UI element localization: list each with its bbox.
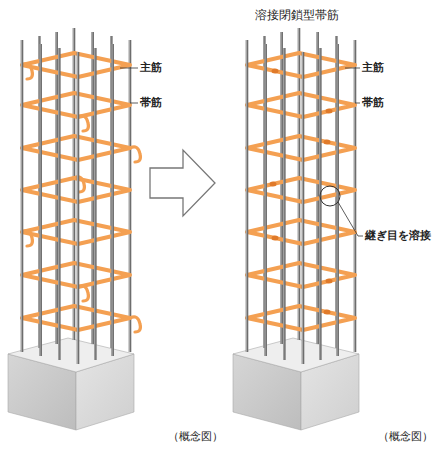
tie-hook: [130, 317, 140, 332]
main-bar: [283, 48, 286, 360]
main-bar: [302, 52, 305, 364]
concrete-base: [233, 338, 359, 372]
main-bar: [317, 32, 318, 344]
part-label: 帯筋: [140, 96, 162, 109]
main-bar: [335, 36, 336, 348]
main-bar: [281, 32, 282, 344]
main-bar: [302, 52, 303, 364]
leader-lines: [120, 68, 363, 236]
main-bar: [94, 48, 95, 360]
main-bar: [94, 48, 97, 360]
main-bar: [58, 48, 61, 360]
weld-joint: [270, 182, 277, 187]
part-label: 主筋: [362, 61, 384, 74]
part-label: 主筋: [140, 61, 162, 74]
main-bar: [91, 32, 94, 344]
weld-joint: [324, 140, 331, 145]
main-bar: [92, 32, 93, 344]
main-bar: [283, 48, 284, 360]
main-bar: [129, 40, 130, 352]
main-bar: [264, 44, 267, 356]
main-bar: [110, 36, 111, 348]
main-bar: [40, 44, 41, 356]
tie-hook: [78, 116, 88, 131]
figure-title: 溶接閉鎖型帯筋: [255, 8, 339, 22]
callout-label: 継ぎ目を溶接: [365, 229, 431, 242]
main-bar: [21, 40, 22, 352]
caption-note: （概念図）: [168, 430, 223, 443]
caption-note: （概念図）: [378, 430, 433, 443]
weld-joint: [326, 279, 333, 284]
part-label: 帯筋: [362, 96, 384, 109]
main-bar: [112, 44, 113, 356]
main-bar: [319, 48, 320, 360]
main-bar: [39, 44, 42, 356]
weld-joint: [326, 109, 333, 114]
tie-hook: [130, 147, 140, 162]
tie-hook: [22, 64, 32, 79]
tie-hook: [78, 286, 88, 301]
main-bar: [316, 32, 319, 344]
main-bar: [21, 40, 24, 352]
main-bar: [56, 32, 57, 344]
main-bar: [77, 52, 78, 364]
weld-joint: [272, 236, 279, 241]
main-bar: [77, 52, 80, 364]
weld-joint: [272, 69, 279, 74]
main-bar: [354, 40, 357, 352]
concrete-base: [8, 338, 134, 372]
main-bar: [280, 32, 283, 344]
main-bar: [246, 40, 249, 352]
main-bar: [129, 40, 132, 352]
main-bar: [55, 32, 58, 344]
tie-hook: [22, 231, 32, 246]
weld-joint: [324, 310, 331, 315]
main-bar: [319, 48, 322, 360]
hooked-cage: [8, 28, 140, 430]
transition-arrow: [150, 150, 215, 216]
main-bar: [336, 44, 339, 356]
main-bar: [246, 40, 247, 352]
welded-cage: [233, 28, 359, 430]
main-bar: [337, 44, 338, 356]
main-bar: [58, 48, 59, 360]
main-bar: [265, 44, 266, 356]
main-bar: [354, 40, 355, 352]
main-bar: [111, 44, 114, 356]
